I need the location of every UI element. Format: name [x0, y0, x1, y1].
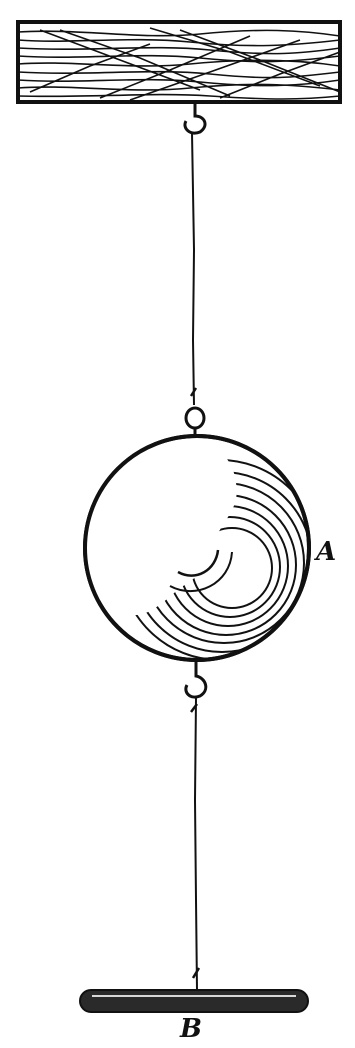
lower-hook [186, 660, 206, 697]
ball-a [80, 436, 320, 660]
bar-b [80, 990, 308, 1012]
upper-eye [186, 408, 204, 428]
upper-hook [185, 102, 205, 133]
bar-label: B [180, 1014, 202, 1044]
wooden-board [18, 22, 340, 102]
lower-string [195, 698, 197, 990]
ball-label: A [316, 537, 336, 567]
upper-string [192, 133, 194, 405]
